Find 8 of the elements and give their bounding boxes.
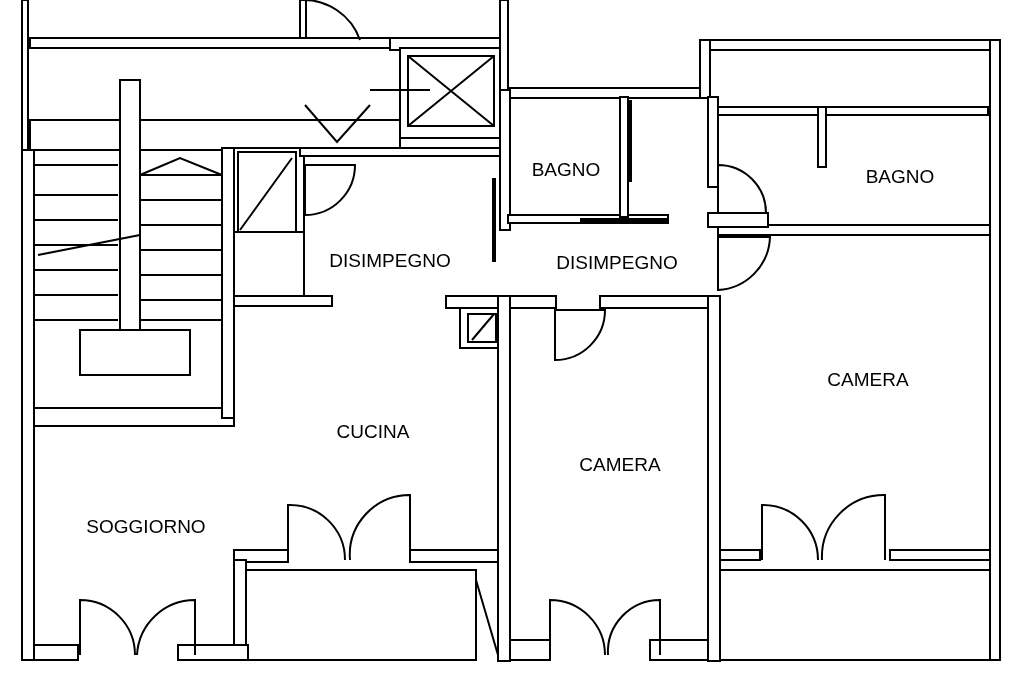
room-label: BAGNO xyxy=(865,166,935,188)
room-label: CAMERA xyxy=(827,369,909,391)
room-label: DISIMPEGNO xyxy=(556,252,678,274)
room-label: BAGNO xyxy=(531,159,601,181)
room-label: SOGGIORNO xyxy=(86,516,206,538)
room-label: DISIMPEGNO xyxy=(329,250,451,272)
room-label: CUCINA xyxy=(336,421,410,443)
room-label: CAMERA xyxy=(579,454,661,476)
